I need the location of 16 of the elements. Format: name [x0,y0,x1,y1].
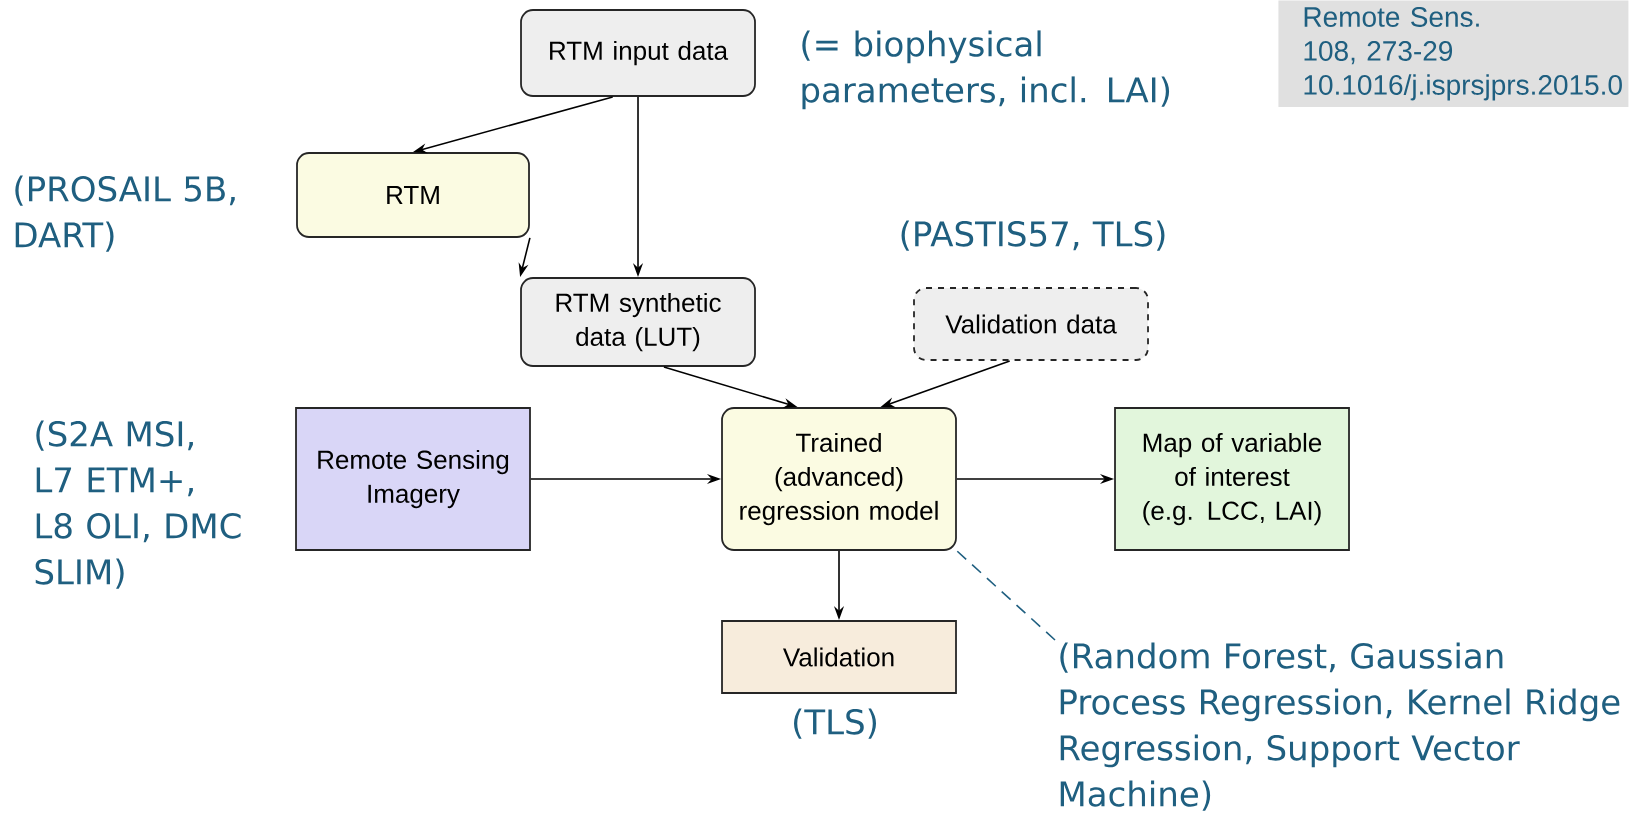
process-box: Remote Sensing Imagery [295,407,531,551]
annotation-text: (Random Forest, Gaussian Process Regression, Kernel Ridge Regression, Support Vector Machine) [1060,642,1620,811]
leader-line [956,550,1056,641]
annotation-text: (PROSAIL 5B, DART) [15,175,235,252]
annotation-text: (TLS) [794,708,876,739]
process-box: Map of variable of interest (e.g. LCC, LAI) [1114,407,1350,551]
process-box: RTM synthetic data (LUT) [520,277,756,367]
annotation-text: (= biophysical parameters, incl. LAI) [802,30,1170,110]
data-box: Validation data [913,287,1149,361]
process-box: RTM input data [520,9,756,97]
citation-box: Remote Sens. 108, 273-29 10.1016/j.isprsjprs.2015.0 [1278,0,1629,108]
annotation-text: (S2A MSI, L7 ETM+, L8 OLI, DMC SLIM) [35,420,241,589]
process-box: Validation [721,620,957,694]
process-box: Trained (advanced) regression model [721,407,957,551]
process-box: RTM [296,152,530,238]
annotation-text: (PASTIS57, TLS) [901,220,1165,251]
